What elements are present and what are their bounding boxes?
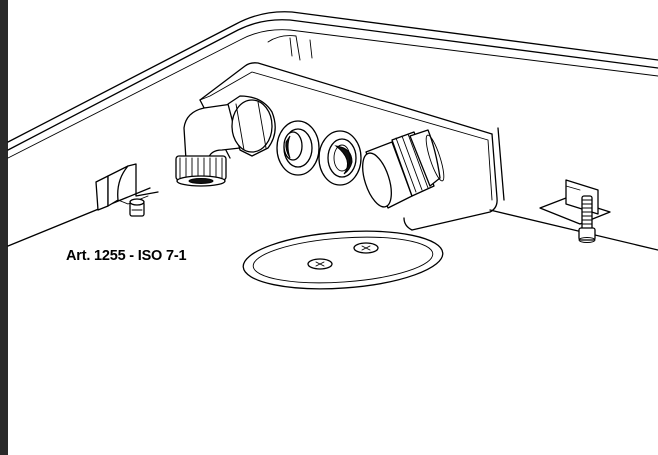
page-edge-bar <box>0 0 8 455</box>
straight-fitting-icon <box>362 129 445 209</box>
mounting-bracket-icon <box>539 179 611 225</box>
article-label: Art. 1255 - ISO 7-1 <box>66 248 187 264</box>
sealing-ring-icon <box>318 130 362 186</box>
inspection-plate <box>242 230 444 290</box>
sealing-ring-icon <box>276 120 320 176</box>
mounting-bracket-icon <box>95 163 159 211</box>
connection-tray <box>199 62 505 231</box>
screw-icon <box>129 198 145 217</box>
screw-icon <box>578 195 596 243</box>
elbow-fitting-icon <box>175 95 276 187</box>
